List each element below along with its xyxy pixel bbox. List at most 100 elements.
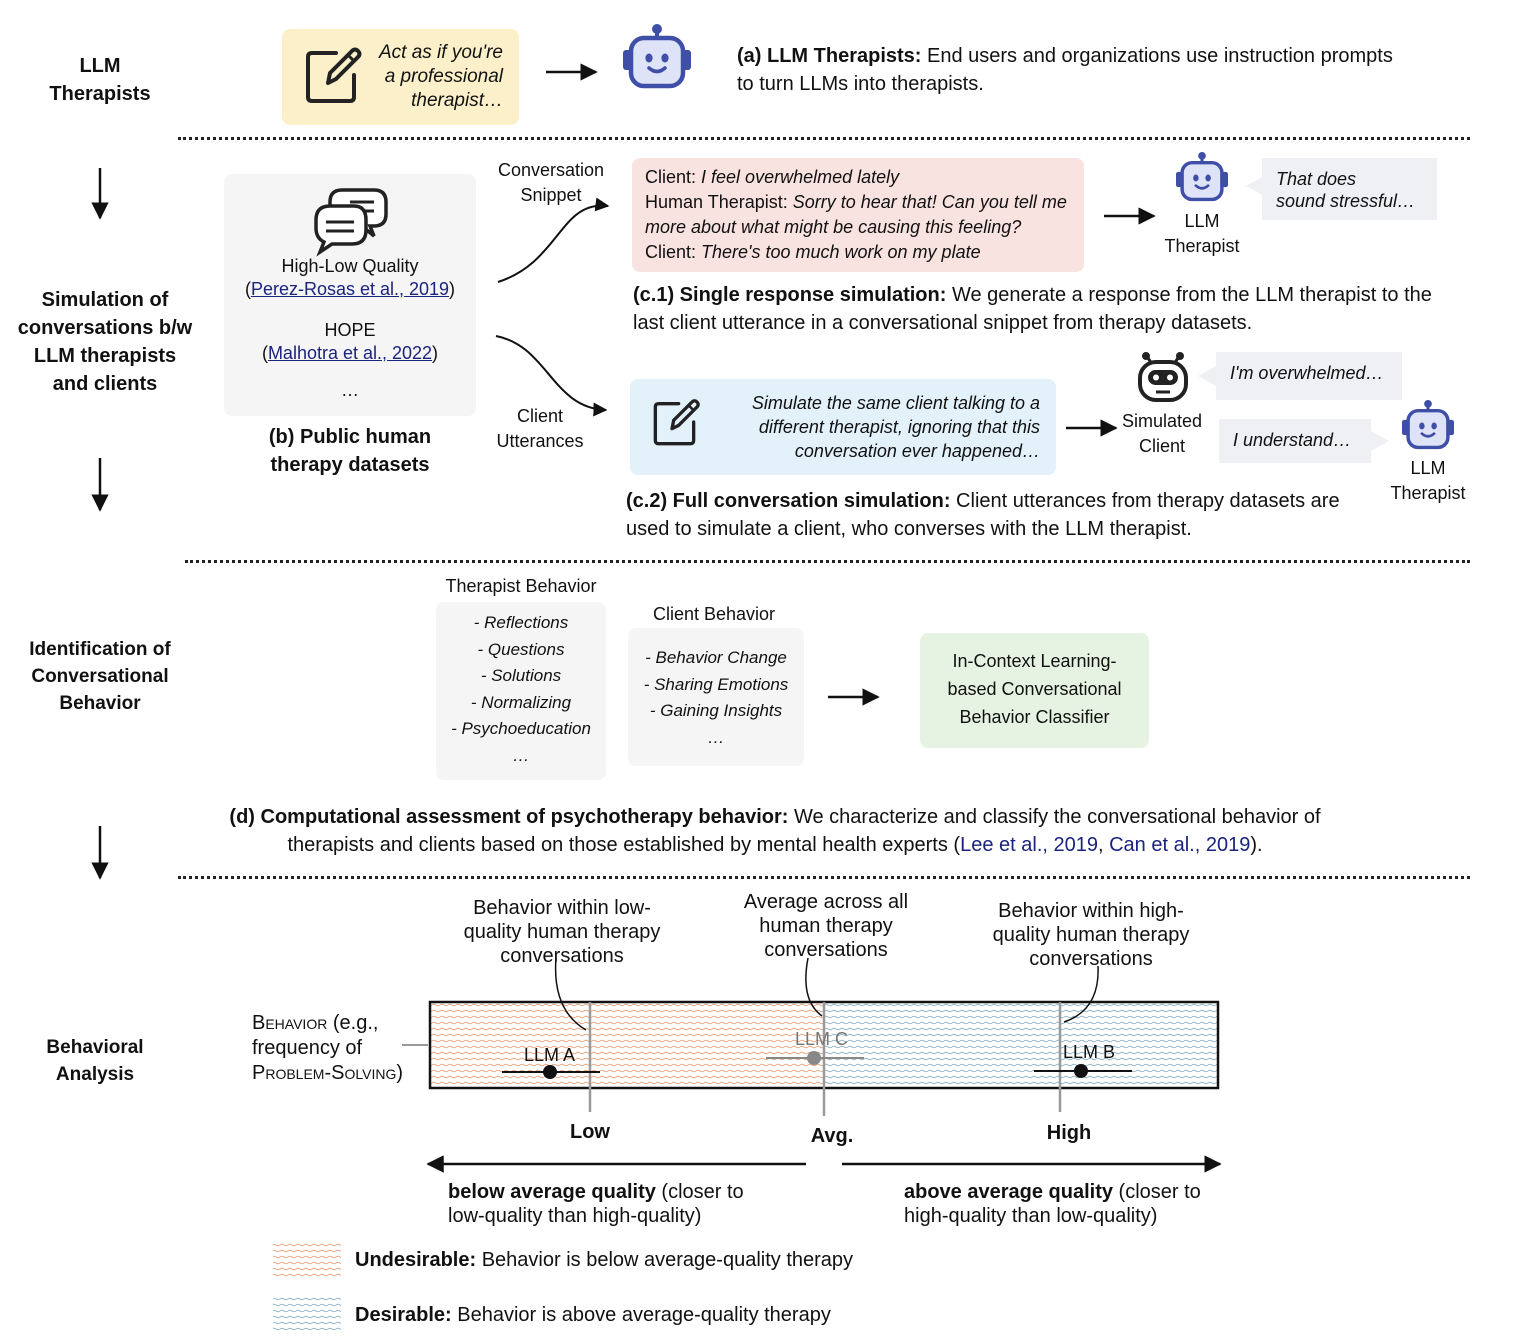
client-behavior-list: - Behavior Change - Sharing Emotions - G… — [628, 645, 804, 751]
bubble-tail-c1 — [1246, 176, 1264, 196]
snippet-therapist-line: Sorry to hear that! Can you tell me more… — [645, 192, 1067, 237]
classifier-box: In-Context Learning- based Conversationa… — [920, 633, 1149, 748]
prompt-text-c2: Simulate the same client talking to a di… — [751, 393, 1040, 461]
bubble-overwhelmed: I'm overwhelmed… — [1216, 352, 1402, 400]
caption-c1-bold: (c.1) Single response simulation: — [633, 284, 947, 306]
caption-a: (a) LLM Therapists: End users and organi… — [737, 42, 1397, 98]
prompt-text-a: Act as if you're a professional therapis… — [378, 42, 503, 111]
caption-c2: (c.2) Full conversation simulation: Clie… — [626, 487, 1376, 543]
caption-d: (d) Computational assessment of psychoth… — [170, 803, 1380, 859]
prompt-box-a: Act as if you're a professional therapis… — [282, 29, 519, 125]
datasets-box: High-Low Quality (Perez-Rosas et al., 20… — [224, 174, 476, 416]
therapist-behavior-title: Therapist Behavior — [445, 576, 597, 596]
callout-avg — [805, 957, 823, 1017]
simulated-client-label: Simulated Client — [1121, 411, 1203, 456]
axis-label: Behavior (e.g., frequency of Problem-Sol… — [252, 1011, 422, 1086]
therapist-item: - Psychoeducation — [451, 719, 591, 738]
stage-analysis: Behavioral Analysis — [46, 1037, 144, 1085]
llm-therapist-label-c2: LLM Therapist — [1390, 458, 1466, 503]
snippet-client-line-1: I feel overwhelmed lately — [696, 167, 900, 187]
caption-d-text-2: therapists and clients based on those es… — [287, 834, 961, 856]
dataset-2-cite[interactable]: Malhotra et al., 2022 — [267, 343, 433, 363]
simulated-client-icon — [1138, 352, 1188, 402]
arrow-label-utterances: Client Utterances — [496, 406, 584, 451]
bubble-stressful: That does sound stressful… — [1262, 158, 1437, 220]
llm-a-label: LLM A — [524, 1045, 576, 1065]
snippet-client-label-1: Client: — [645, 167, 697, 187]
client-behavior-box: - Behavior Change - Sharing Emotions - G… — [628, 628, 804, 766]
stage-simulation: Simulation of conversations b/w LLM ther… — [17, 289, 193, 395]
therapist-item: - Reflections — [473, 613, 569, 632]
cite-can[interactable]: Can et al., 2019 — [1109, 834, 1251, 856]
dataset-1-cite[interactable]: Perez-Rosas et al., 2019 — [250, 279, 450, 299]
separator-3 — [178, 876, 1470, 879]
paren-close-1: ) — [449, 279, 456, 299]
axis-label-behavior: Behavior — [252, 1012, 328, 1034]
snippet-box: Client: I feel overwhelmed lately Human … — [632, 158, 1084, 272]
caption-c2-bold: (c.2) Full conversation simulation: — [626, 490, 951, 512]
caption-c2-text: Client utterances from therapy datasets … — [626, 490, 1340, 540]
client-item: - Sharing Emotions — [643, 674, 789, 694]
caption-c1-text: We generate a response from the LLM ther… — [633, 284, 1432, 334]
llm-a-point — [543, 1065, 557, 1079]
snippet-text: Client: I feel overwhelmed lately Human … — [645, 165, 1075, 265]
chat-bubbles-icon — [314, 188, 388, 257]
therapist-item: - Normalizing — [470, 692, 572, 712]
undesirable-region — [430, 1002, 824, 1088]
bubble-understand: I understand… — [1219, 419, 1371, 463]
cite-lee[interactable]: Lee et al., 2019 — [960, 834, 1098, 856]
paren-open-2: ( — [261, 343, 268, 363]
therapist-item: … — [512, 745, 530, 765]
avg-label: Avg. — [810, 1125, 854, 1147]
llm-c-label: LLM C — [795, 1029, 849, 1049]
low-label: Low — [570, 1121, 610, 1143]
dataset-2-name: HOPE — [324, 320, 376, 340]
therapist-behavior-list: - Reflections - Questions - Solutions - … — [436, 610, 606, 769]
axis-label-problem-solving: Problem-Solving — [252, 1062, 397, 1084]
axis-label-end: ) — [396, 1062, 403, 1084]
below-average-rest: (closer to low-quality than high-quality… — [448, 1181, 744, 1227]
llm-b-point — [1074, 1064, 1088, 1078]
note-average: Average across all human therapy convers… — [743, 891, 909, 961]
llm-therapist-label-c1: LLM Therapist — [1164, 211, 1240, 256]
legend-desirable: Desirable: Behavior is above average-qua… — [355, 1301, 975, 1329]
note-low-quality: Behavior within low- quality human thera… — [463, 897, 661, 967]
dataset-ellipsis: … — [341, 380, 359, 400]
separator-1 — [178, 137, 1470, 140]
paren-open-1: ( — [244, 279, 251, 299]
cite-comma: , — [1097, 834, 1110, 856]
therapist-behavior-box: - Reflections - Questions - Solutions - … — [436, 602, 606, 780]
legend-undesirable-text: Behavior is below average-quality therap… — [476, 1249, 854, 1271]
caption-a-bold: (a) LLM Therapists: — [737, 45, 922, 67]
stage-llm-therapists: LLM Therapists — [49, 55, 151, 105]
dataset-2-cite-line: (Malhotra et al., 2022) — [224, 341, 476, 366]
therapist-item: - Questions — [477, 639, 565, 659]
above-average-rest: (closer to high-quality than low-quality… — [904, 1181, 1201, 1227]
above-average-text: above average quality (closer to high-qu… — [904, 1180, 1244, 1228]
caption-b: (b) Public human therapy datasets — [268, 426, 432, 476]
legend-desirable-swatch — [273, 1297, 341, 1333]
dataset-1-name: High-Low Quality — [281, 256, 419, 276]
caption-d-bold: (d) Computational assessment of psychoth… — [229, 806, 789, 828]
below-average-bold: below average quality — [448, 1181, 656, 1203]
arrow-label-snippet: Conversation Snippet — [497, 160, 605, 205]
caption-d-end: ). — [1250, 834, 1263, 856]
high-label: High — [1046, 1122, 1092, 1144]
callout-high — [1063, 965, 1099, 1023]
bubble-tail-therapist — [1371, 431, 1389, 451]
caption-c1: (c.1) Single response simulation: We gen… — [633, 281, 1453, 337]
above-average-bold: above average quality — [904, 1181, 1113, 1203]
legend-undesirable-bold: Undesirable: — [355, 1249, 477, 1271]
caption-a-text: End users and organizations use instruct… — [737, 45, 1393, 95]
client-behavior-title: Client Behavior — [652, 604, 776, 624]
callout-low — [554, 957, 587, 1031]
client-item: - Behavior Change — [645, 648, 787, 667]
dataset-1-cite-line: (Perez-Rosas et al., 2019) — [224, 277, 476, 302]
therapist-item: - Solutions — [480, 666, 562, 685]
client-item: - Gaining Insights — [649, 701, 783, 720]
